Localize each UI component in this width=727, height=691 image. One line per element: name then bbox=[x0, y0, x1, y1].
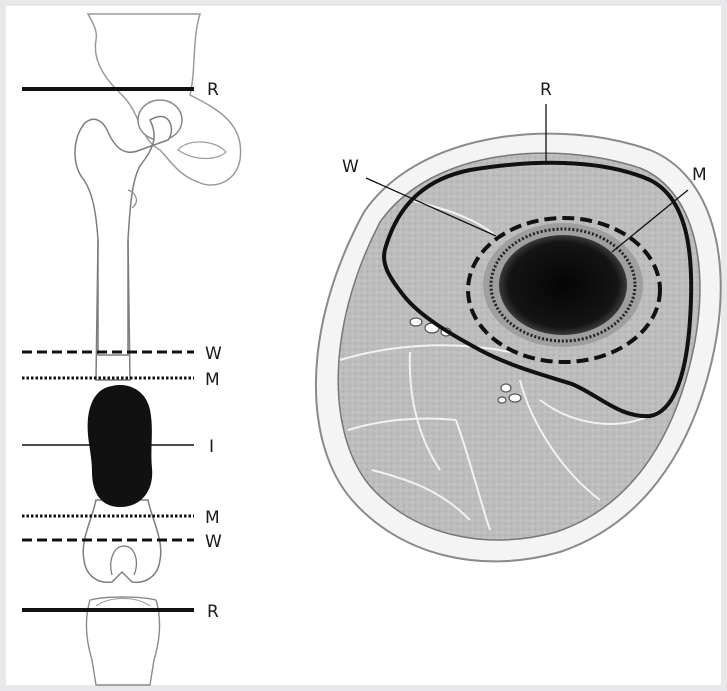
upper-wide-label: W bbox=[205, 344, 222, 364]
wide-label: W bbox=[342, 157, 359, 177]
top-resection-label: R bbox=[207, 80, 219, 100]
marginal-label: M bbox=[692, 165, 707, 185]
bottom-resection-label: R bbox=[207, 602, 219, 622]
soft-tissue-tumor bbox=[499, 235, 627, 335]
lower-wide-label: W bbox=[205, 532, 222, 552]
radical-label: R bbox=[540, 80, 552, 100]
upper-marginal-label: M bbox=[205, 370, 220, 390]
lower-marginal-label: M bbox=[205, 508, 220, 528]
intralesional-label: I bbox=[209, 437, 214, 457]
bone-tumor bbox=[88, 385, 153, 507]
